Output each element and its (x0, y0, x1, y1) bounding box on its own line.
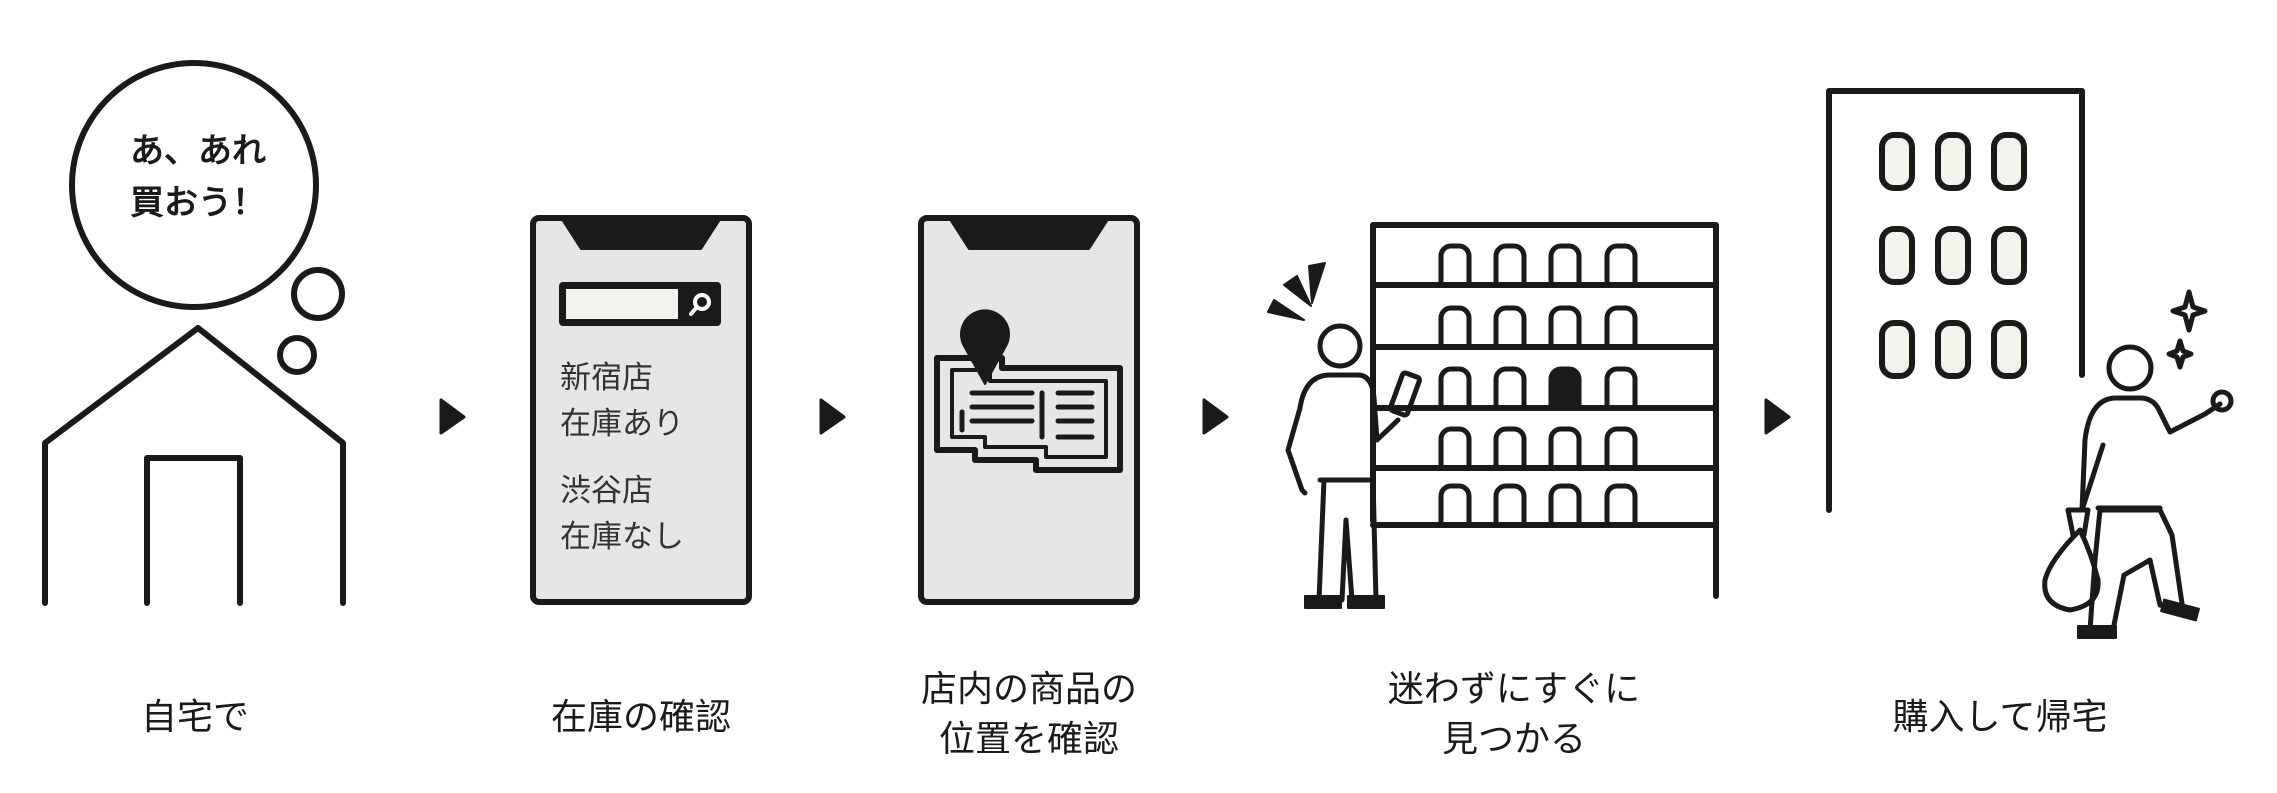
store-status: 在庫なし (560, 519, 684, 555)
store-name: 新宿店 (560, 360, 653, 396)
store-shelf-icon (1370, 222, 1719, 599)
building-icon (1826, 88, 2085, 513)
search-icon (689, 293, 711, 316)
step-label-stock-check: 在庫の確認 (550, 697, 731, 738)
arrow-right-icon (1202, 398, 1229, 435)
person-surprised-icon (1267, 262, 1422, 609)
step-label-find-quickly: 迷わずにすぐに 見つかる (1387, 669, 1641, 760)
store-inventory-shibuya: 渋谷店 在庫なし (560, 468, 684, 560)
map-pin-icon (960, 309, 1010, 385)
phone-search-icon (530, 215, 752, 605)
arrow-right-icon (439, 398, 466, 435)
person-happy-icon (2042, 289, 2234, 639)
step-label-location-check: 店内の商品の 位置を確認 (920, 669, 1137, 760)
store-inventory-shinjuku: 新宿店 在庫あり (560, 355, 684, 447)
phone-map-icon (918, 215, 1140, 605)
thought-bubble-text: あ、あれ 買おう！ (73, 125, 323, 229)
arrow-right-icon (1764, 398, 1791, 435)
arrow-right-icon (819, 398, 846, 435)
thought-line-2: 買おう！ (130, 183, 266, 223)
store-name: 渋谷店 (560, 473, 653, 509)
thought-line-1: あ、あれ (130, 131, 266, 171)
step-label-buy-and-return: 購入して帰宅 (1892, 697, 2108, 738)
step-label-home: 自宅で (140, 697, 249, 738)
store-status: 在庫あり (560, 406, 684, 442)
house-icon (42, 325, 346, 606)
thought-bubble-icon (69, 60, 345, 375)
